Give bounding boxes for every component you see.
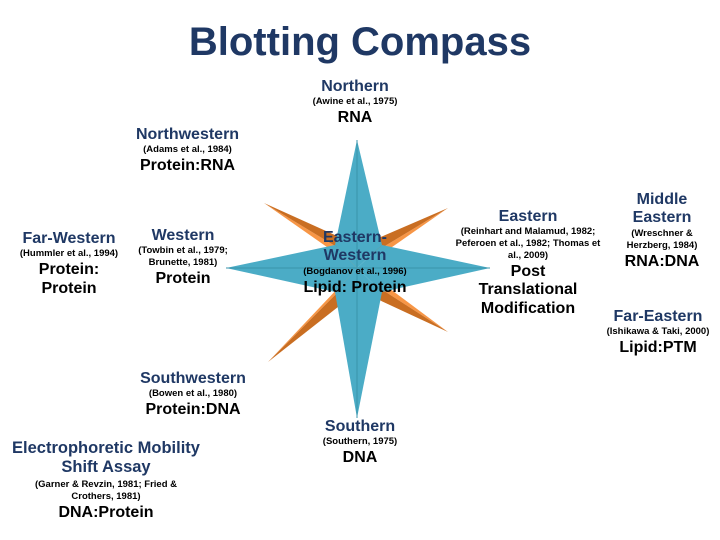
method-name: Eastern: [498, 208, 558, 225]
method-name: Electrophoretic Mobility Shift Assay: [12, 439, 200, 476]
method-citation: (Adams et al., 1984): [143, 144, 232, 156]
compass-point-ne-dark: [362, 208, 448, 252]
label-emsa: Electrophoretic Mobility Shift Assay (Ga…: [4, 439, 208, 522]
method-target: RNA:DNA: [624, 252, 700, 270]
label-southwestern: Southwestern (Bowen et al., 1980) Protei…: [118, 370, 268, 420]
method-target: Protein: [155, 270, 211, 288]
label-far-eastern: Far-Eastern (Ishikawa & Taki, 2000) Lipi…: [600, 308, 716, 358]
compass-point-se-dark: [362, 285, 448, 332]
method-name: Northwestern: [135, 126, 240, 143]
method-name: Far-Western: [22, 230, 116, 247]
compass-diagonal-points: [264, 203, 448, 362]
method-target: RNA: [337, 109, 373, 127]
method-target: Lipid: Protein: [303, 278, 407, 296]
method-target: DNA: [342, 449, 378, 467]
method-target: Lipid:PTM: [619, 339, 697, 357]
method-name: Middle Eastern: [632, 191, 692, 227]
compass-point-n: [335, 140, 382, 268]
label-far-western: Far-Western (Hummler et al., 1994) Prote…: [4, 230, 134, 298]
method-citation: (Bowen et al., 1980): [148, 388, 238, 400]
label-northwestern: Northwestern (Adams et al., 1984) Protei…: [110, 126, 265, 176]
compass-point-s: [335, 268, 382, 418]
method-citation: (Towbin et al., 1979; Brunette, 1981): [138, 245, 228, 269]
label-northern: Northern (Awine et al., 1975) RNA: [290, 78, 420, 128]
method-name: Southern: [324, 418, 396, 435]
label-eastern: Eastern (Reinhart and Malamud, 1982; Pef…: [444, 208, 612, 318]
method-name: Far-Eastern: [613, 308, 703, 325]
compass-point-sw-dark: [268, 285, 357, 362]
method-target: Post Translational Modification: [478, 263, 578, 317]
method-name: Southwestern: [140, 370, 246, 387]
method-citation: (Hummler et al., 1994): [19, 248, 119, 260]
method-name: Western: [151, 227, 215, 244]
method-target: DNA:Protein: [58, 503, 154, 521]
label-middle-eastern: Middle Eastern (Wreschner & Herzberg, 19…: [608, 191, 716, 271]
label-eastern-western: Eastern-Western (Bogdanov et al., 1996) …: [290, 229, 420, 297]
compass-point-nw-dark: [264, 203, 357, 252]
method-citation: (Ishikawa & Taki, 2000): [606, 326, 710, 338]
compass-cardinal-points: [226, 140, 490, 418]
method-citation: (Awine et al., 1975): [312, 96, 398, 108]
method-citation: (Wreschner & Herzberg, 1984): [626, 227, 698, 251]
method-name: Northern: [321, 78, 389, 95]
method-citation: (Garner & Revzin, 1981; Fried & Crothers…: [34, 478, 178, 502]
method-target: Protein: Protein: [38, 261, 100, 297]
label-western: Western (Towbin et al., 1979; Brunette, …: [138, 227, 228, 289]
method-citation: (Bogdanov et al., 1996): [303, 265, 407, 277]
page-title: Blotting Compass: [188, 20, 532, 64]
method-target: Protein:RNA: [139, 157, 236, 175]
method-citation: (Southern, 1975): [322, 436, 398, 448]
method-target: Protein:DNA: [145, 401, 241, 419]
label-southern: Southern (Southern, 1975) DNA: [295, 418, 425, 468]
method-name: Eastern-Western: [322, 229, 388, 265]
method-citation: (Reinhart and Malamud, 1982; Peferoen et…: [455, 226, 601, 262]
